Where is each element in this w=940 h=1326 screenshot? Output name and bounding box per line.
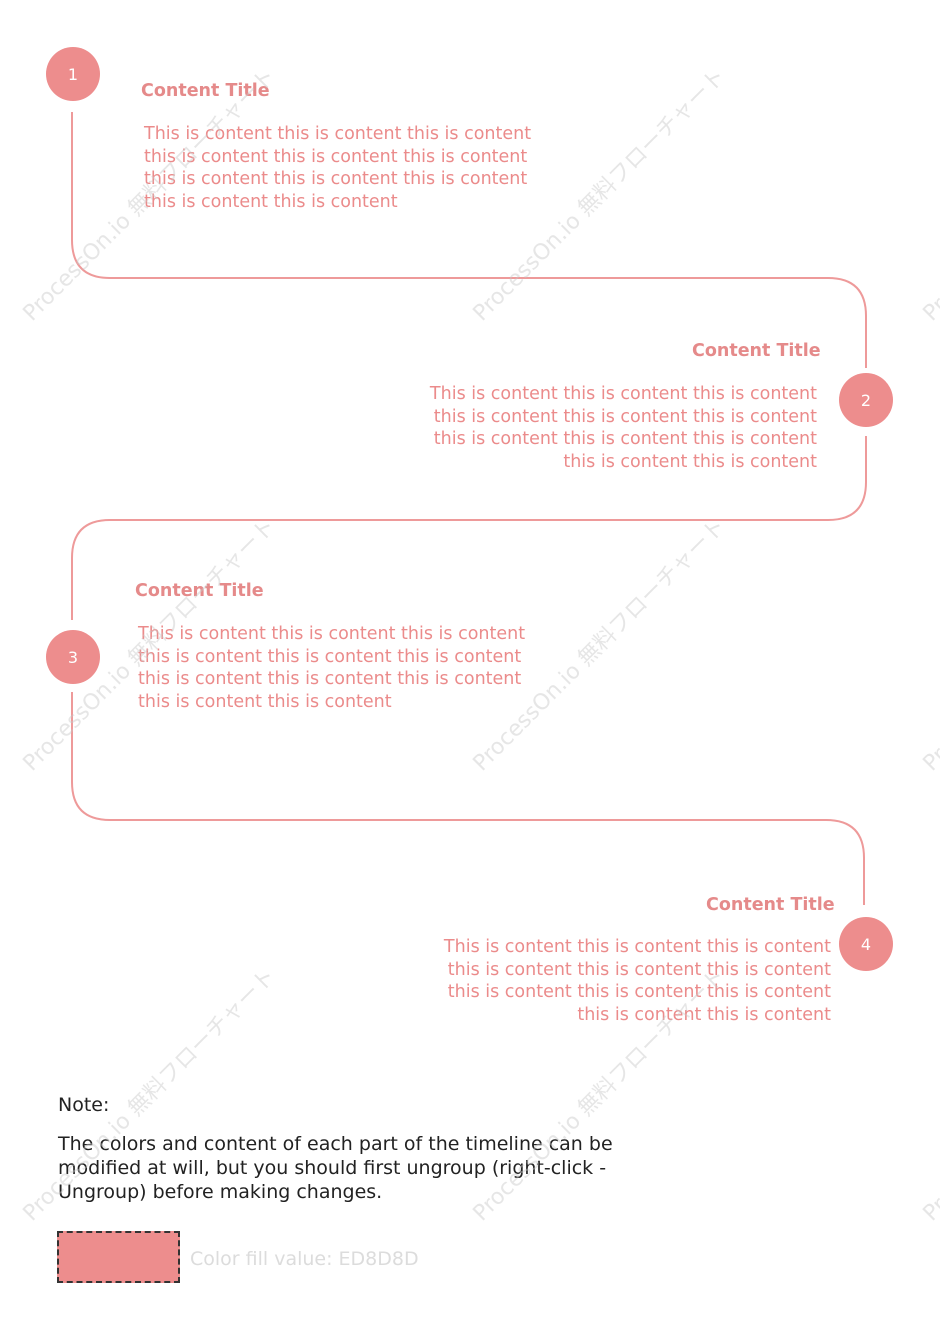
step-4-marker: 4 bbox=[839, 917, 893, 971]
step-2-number: 2 bbox=[860, 390, 872, 410]
step-4-title: Content Title bbox=[706, 895, 835, 915]
step-3-marker: 3 bbox=[46, 630, 100, 684]
step-3-body: This is content this is content this is … bbox=[138, 624, 526, 712]
color-swatch-label: Color fill value: ED8D8D bbox=[190, 1248, 419, 1270]
step-2-title: Content Title bbox=[692, 341, 821, 361]
step-3-title: Content Title bbox=[135, 581, 264, 601]
step-3-number: 3 bbox=[67, 647, 79, 667]
step-4-number: 4 bbox=[860, 934, 872, 954]
step-2-marker: 2 bbox=[839, 373, 893, 427]
note-text: The colors and content of each part of t… bbox=[58, 1133, 613, 1203]
color-swatch bbox=[57, 1231, 180, 1283]
step-2-body: This is content this is content this is … bbox=[429, 384, 817, 472]
step-1-body: This is content this is content this is … bbox=[144, 124, 532, 212]
step-1-number: 1 bbox=[67, 64, 79, 84]
step-1-marker: 1 bbox=[46, 47, 100, 101]
step-1-title: Content Title bbox=[141, 81, 270, 101]
step-4-body: This is content this is content this is … bbox=[443, 937, 831, 1025]
note-label: Note: bbox=[58, 1094, 110, 1116]
